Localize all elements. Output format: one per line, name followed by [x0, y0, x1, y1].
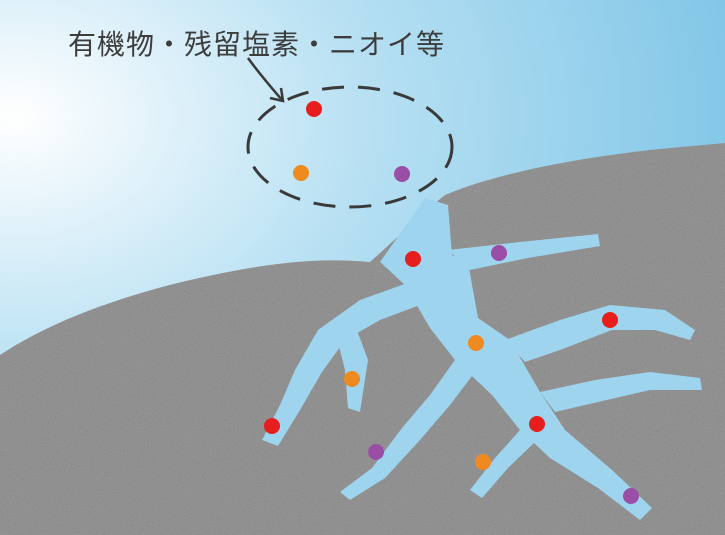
particle-orange [475, 454, 491, 470]
pore-main-trunk [380, 198, 652, 520]
particle-purple [623, 488, 639, 504]
particle-orange [468, 335, 484, 351]
particle-red [306, 101, 322, 117]
particle-red [405, 251, 421, 267]
caption-pointer-arrow [246, 57, 285, 103]
particle-purple [394, 166, 410, 182]
particle-orange [344, 371, 360, 387]
pore-branch-lower-middle [340, 360, 475, 500]
particle-red [264, 418, 280, 434]
particle-purple [368, 444, 384, 460]
dashed-grouping-ellipse [246, 85, 454, 209]
pore-branch-stub [335, 325, 368, 412]
water-particles [293, 101, 410, 182]
pore-branch-left [262, 282, 420, 446]
particle-red [529, 416, 545, 432]
adsorbed-particles [264, 245, 639, 504]
caption: 有機物・残留塩素・ニオイ等 [68, 28, 445, 61]
particle-orange [293, 165, 309, 181]
pore-branch-right [505, 305, 695, 362]
pore-branch-upper-right [448, 234, 600, 270]
particle-purple [491, 245, 507, 261]
pore-branch-lower-right [540, 372, 702, 412]
particle-red [602, 312, 618, 328]
pore-branch-lower [470, 430, 535, 498]
pore-network [262, 198, 702, 520]
